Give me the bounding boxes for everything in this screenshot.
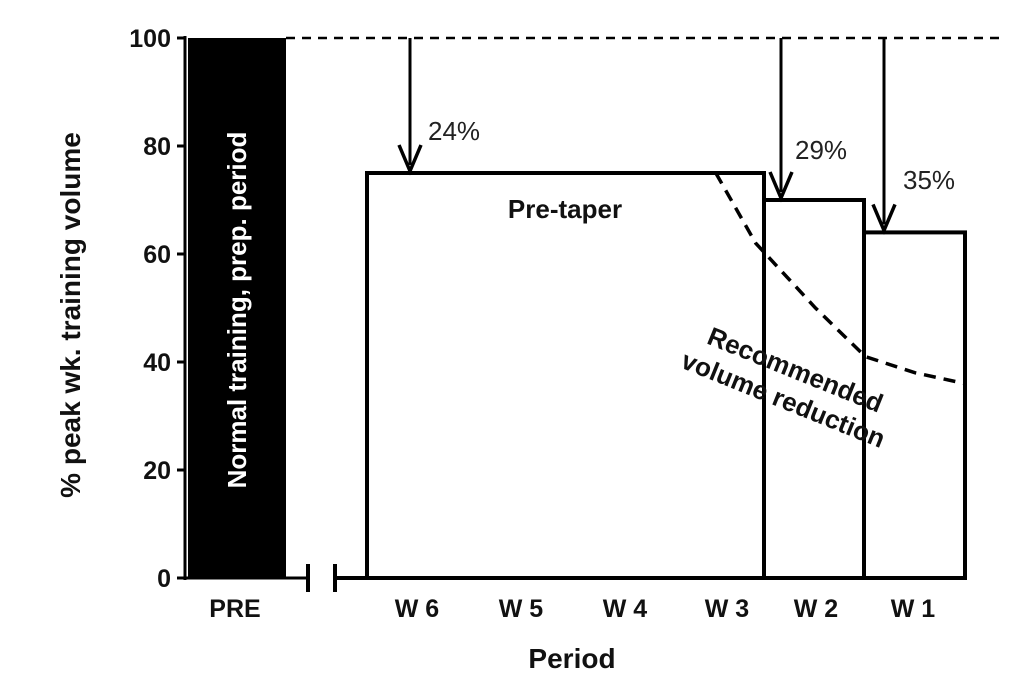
reduction-arrow-head xyxy=(768,171,794,203)
x-category-label: W 6 xyxy=(395,595,439,623)
reduction-label: 29% xyxy=(795,135,847,165)
y-tick-label: 60 xyxy=(143,241,171,269)
y-tick-label: 20 xyxy=(143,457,171,485)
bar-pre xyxy=(188,38,286,578)
y-axis-title: % peak wk. training volume xyxy=(55,132,86,498)
y-tick-label: 0 xyxy=(157,565,171,593)
x-category-labels: PRE W 6 W 5 W 4 W 3 W 2 W 1 xyxy=(209,595,935,623)
reduction-label: 24% xyxy=(428,116,480,146)
bars: Normal training, prep. period Pre-taper xyxy=(188,38,967,580)
x-category-label: W 4 xyxy=(603,595,648,623)
y-tick-label: 80 xyxy=(143,133,171,161)
x-category-label: W 3 xyxy=(705,595,749,623)
bar-pre-taper-label: Pre-taper xyxy=(508,194,622,224)
x-category-label: W 2 xyxy=(794,595,838,623)
reduction-label: 35% xyxy=(903,165,955,195)
x-category-label: PRE xyxy=(209,595,260,623)
reduction-arrows: 24% 29% 35% xyxy=(397,38,955,235)
y-tick-label: 100 xyxy=(129,25,171,53)
reduction-arrow-head xyxy=(871,203,897,235)
recommended-curve xyxy=(714,172,966,386)
bar-pre-label: Normal training, prep. period xyxy=(222,132,252,489)
x-category-label: W 5 xyxy=(499,595,544,623)
x-axis-title: Period xyxy=(528,643,615,674)
y-axis-ticks: 0 20 40 60 80 100 xyxy=(129,25,185,593)
axes xyxy=(183,36,965,592)
x-category-label: W 1 xyxy=(891,595,936,623)
reduction-arrow-head xyxy=(397,144,423,176)
y-tick-label: 40 xyxy=(143,349,171,377)
